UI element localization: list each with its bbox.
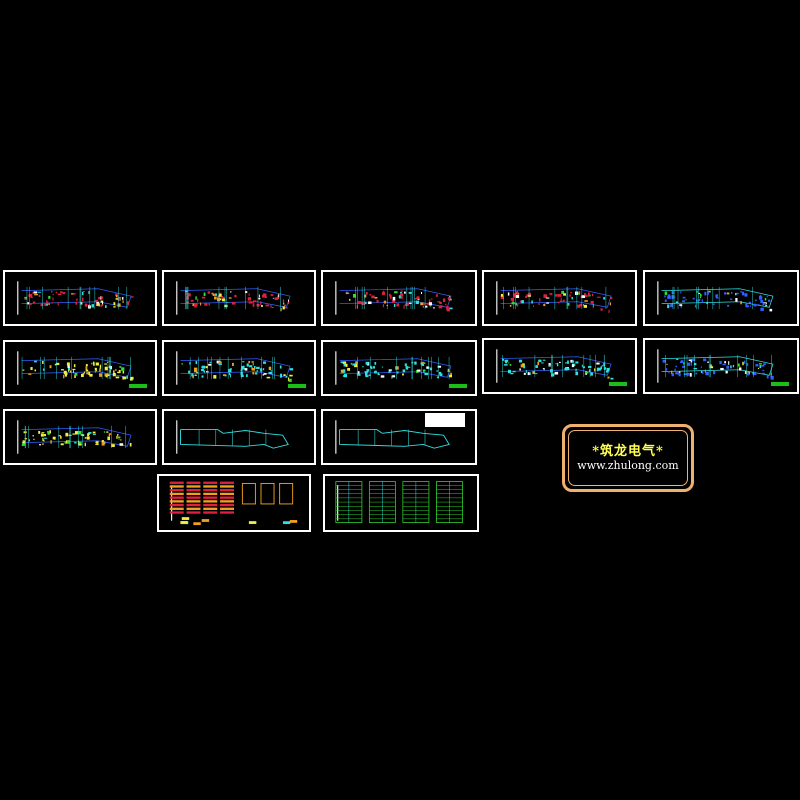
system-diagram-thumbnail bbox=[169, 481, 298, 526]
drawing-sheet-10[interactable] bbox=[643, 338, 799, 394]
floor-plan-thumbnail bbox=[496, 281, 613, 315]
drawing-sheet-8[interactable] bbox=[321, 340, 477, 396]
logo-url: www.zhulong.com bbox=[577, 459, 679, 472]
drawing-sheet-11[interactable] bbox=[3, 409, 157, 465]
floor-plan-thumbnail bbox=[176, 351, 294, 385]
outline-plan-thumbnail bbox=[176, 420, 289, 454]
floor-plan-thumbnail bbox=[176, 281, 291, 315]
title-block-white bbox=[425, 413, 465, 427]
drawing-sheet-13[interactable] bbox=[321, 409, 477, 465]
drawing-sheet-1[interactable] bbox=[3, 270, 157, 326]
system-diagram-thumbnail bbox=[335, 481, 463, 523]
drawing-sheet-12[interactable] bbox=[162, 409, 316, 465]
floor-plan-thumbnail bbox=[17, 281, 134, 315]
title-block-stamp bbox=[449, 384, 467, 388]
zhulong-logo: *筑龙电气* www.zhulong.com bbox=[562, 424, 694, 492]
drawing-sheet-14[interactable] bbox=[157, 474, 311, 532]
title-block-stamp bbox=[609, 382, 627, 386]
drawing-sheet-7[interactable] bbox=[162, 340, 316, 396]
drawing-sheet-3[interactable] bbox=[321, 270, 477, 326]
outline-plan-thumbnail bbox=[335, 420, 450, 454]
drawing-sheet-4[interactable] bbox=[482, 270, 637, 326]
floor-plan-thumbnail bbox=[17, 351, 134, 385]
floor-plan-thumbnail bbox=[657, 349, 774, 383]
floor-plan-thumbnail bbox=[17, 420, 132, 454]
logo-title: *筑龙电气* bbox=[592, 444, 664, 459]
title-block-stamp bbox=[288, 384, 306, 388]
floor-plan-thumbnail bbox=[657, 281, 774, 315]
floor-plan-thumbnail bbox=[335, 281, 453, 315]
drawing-sheet-9[interactable] bbox=[482, 338, 637, 394]
drawing-sheet-15[interactable] bbox=[323, 474, 479, 532]
title-block-stamp bbox=[129, 384, 147, 388]
title-block-stamp bbox=[771, 382, 789, 386]
drawing-sheet-2[interactable] bbox=[162, 270, 316, 326]
drawing-sheet-6[interactable] bbox=[3, 340, 157, 396]
drawing-sheet-5[interactable] bbox=[643, 270, 799, 326]
floor-plan-thumbnail bbox=[335, 351, 453, 385]
floor-plan-thumbnail bbox=[496, 349, 614, 383]
